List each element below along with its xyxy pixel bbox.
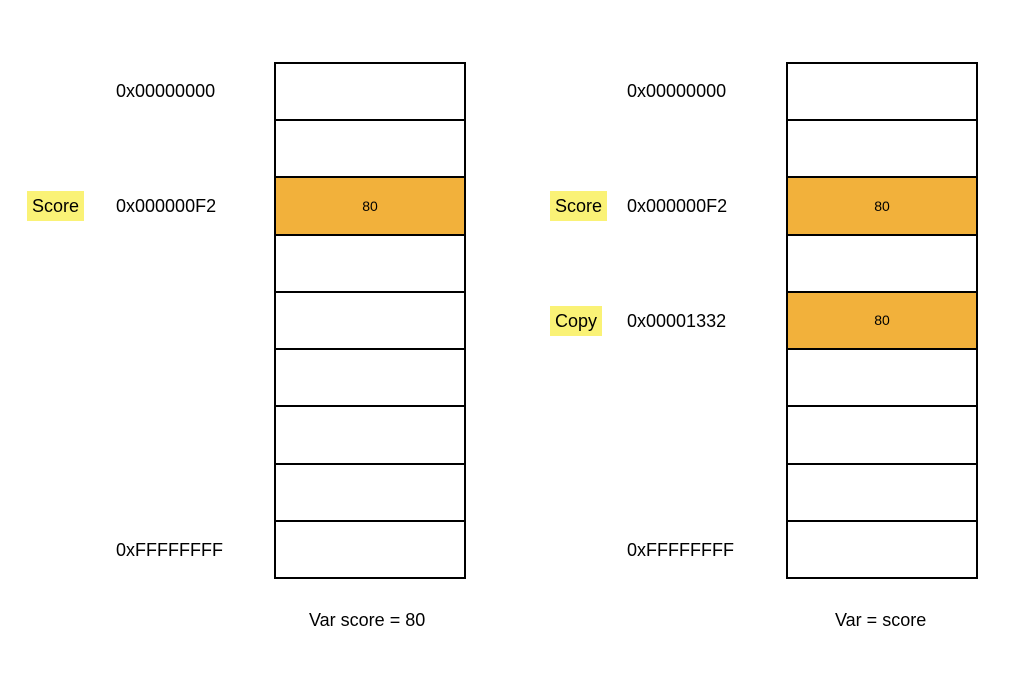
memory-cell (788, 121, 976, 179)
memory-cell (788, 465, 976, 522)
memory-cell (276, 407, 464, 465)
memory-cell (788, 64, 976, 122)
left-memory-diagram: 80 Var score = 80 0x00000000 0x000000F2 0x… (27, 62, 466, 630)
variable-name-tag: Score (27, 190, 85, 221)
variable-name-tag: Score (550, 190, 608, 221)
address-label: 0x000000F2 (627, 195, 728, 216)
memory-cell (788, 522, 976, 577)
memory-cell: 80 (276, 178, 464, 236)
memory-cell (276, 236, 464, 293)
memory-cell (276, 350, 464, 408)
right-memory-diagram: 80 80 Var = score 0x00000000 0x000000F2 0x0… (511, 0, 1022, 700)
address-label: 0x00000000 (627, 80, 727, 101)
memory-cell (276, 64, 464, 122)
address-label: 0xFFFFFFFF (627, 540, 734, 561)
memory-cell (788, 236, 976, 293)
address-label: 0x00001332 (627, 310, 727, 331)
memory-cell: 80 (788, 178, 976, 236)
variable-name-tag: Copy (550, 305, 603, 336)
memory-cell (276, 293, 464, 351)
memory-cell (276, 121, 464, 179)
diagram-caption: Var score = 80 (309, 610, 426, 630)
address-label: 0xFFFFFFFF (116, 540, 223, 561)
memory-cell: 80 (788, 292, 976, 351)
address-label: 0x00000000 (116, 80, 216, 101)
memory-cell (276, 522, 464, 577)
memory-stack: 80 (274, 62, 466, 579)
memory-cell (276, 465, 464, 522)
memory-stack: 80 80 (786, 62, 978, 579)
memory-cell (788, 350, 976, 408)
address-label: 0x000000F2 (116, 195, 217, 216)
memory-cell (788, 407, 976, 465)
diagram-caption: Var = score (835, 610, 927, 630)
